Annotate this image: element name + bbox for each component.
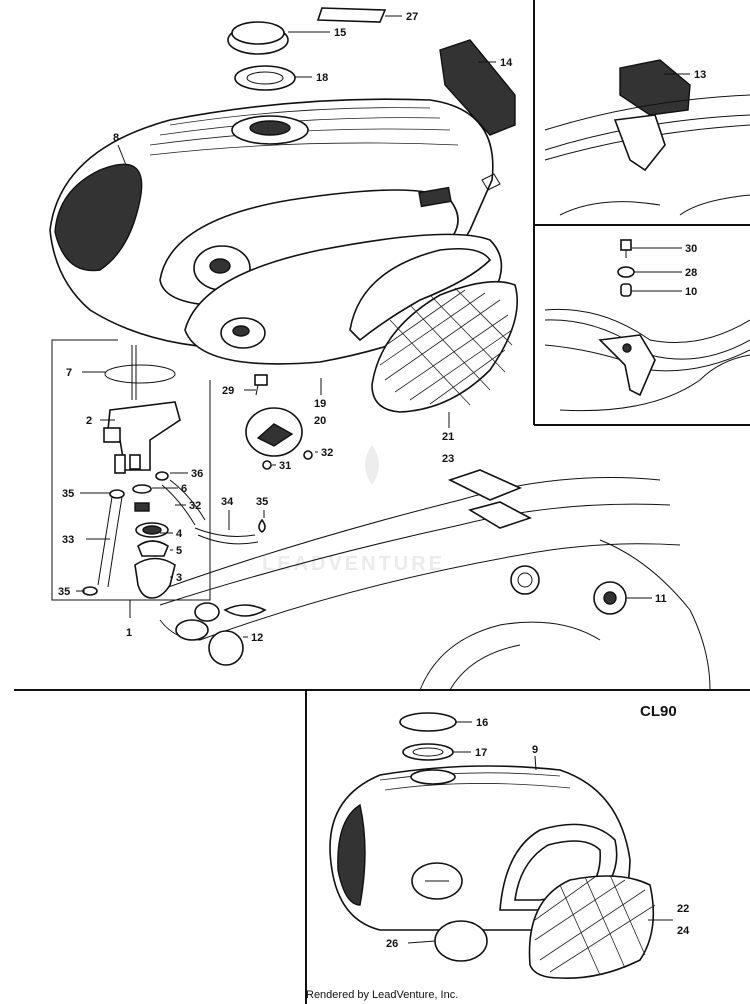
callout-31: 31 xyxy=(279,460,291,472)
callout-1: 1 xyxy=(126,627,132,639)
knee-pad xyxy=(371,280,518,413)
callout-20: 20 xyxy=(314,415,326,427)
callout-19: 19 xyxy=(314,398,326,410)
callout-35-mid: 35 xyxy=(256,496,268,508)
footer-credit: Rendered by LeadVenture, Inc. xyxy=(306,989,458,1001)
fuel-valve-assembly xyxy=(82,345,266,599)
frame xyxy=(159,469,711,691)
inset-13 xyxy=(544,59,750,216)
callout-32-top: 32 xyxy=(321,447,333,459)
callouts: 27 15 18 14 13 8 30 28 10 7 29 19 20 2 2… xyxy=(58,11,706,950)
callout-2: 2 xyxy=(86,415,92,427)
callout-10: 10 xyxy=(685,286,697,298)
callout-8: 8 xyxy=(113,132,119,144)
callout-11: 11 xyxy=(655,593,667,605)
callout-13: 13 xyxy=(694,69,706,81)
small-parts xyxy=(208,7,627,666)
callout-12: 12 xyxy=(251,632,263,644)
callout-34: 34 xyxy=(221,496,234,508)
callout-21: 21 xyxy=(442,431,454,443)
cl90-tank xyxy=(329,712,656,979)
callout-7: 7 xyxy=(66,367,72,379)
callout-32-bottom: 32 xyxy=(189,500,201,512)
callout-6: 6 xyxy=(181,483,187,495)
callout-3: 3 xyxy=(176,572,182,584)
callout-15: 15 xyxy=(334,27,346,39)
callout-27: 27 xyxy=(406,11,418,23)
model-label: CL90 xyxy=(640,703,677,720)
callout-22: 22 xyxy=(677,903,689,915)
inset-30-28-10 xyxy=(544,239,750,412)
callout-24: 24 xyxy=(677,925,690,937)
callout-9: 9 xyxy=(532,744,538,756)
callout-5: 5 xyxy=(176,545,182,557)
leader-lines xyxy=(76,15,690,944)
callout-28: 28 xyxy=(685,267,697,279)
callout-18: 18 xyxy=(316,72,328,84)
callout-35-bottom: 35 xyxy=(58,586,70,598)
callout-36: 36 xyxy=(191,468,203,480)
callout-33: 33 xyxy=(62,534,74,546)
watermark: LEADVENTURE xyxy=(262,445,445,575)
callout-29: 29 xyxy=(222,385,234,397)
callout-4: 4 xyxy=(176,528,183,540)
callout-16: 16 xyxy=(476,717,488,729)
callout-26: 26 xyxy=(386,938,398,950)
callout-30: 30 xyxy=(685,243,697,255)
callout-35-left: 35 xyxy=(62,488,74,500)
callout-14: 14 xyxy=(500,57,513,69)
section-borders xyxy=(14,0,750,1004)
watermark-text: LEADVENTURE xyxy=(262,553,445,575)
callout-23: 23 xyxy=(442,453,454,465)
callout-17: 17 xyxy=(475,747,487,759)
